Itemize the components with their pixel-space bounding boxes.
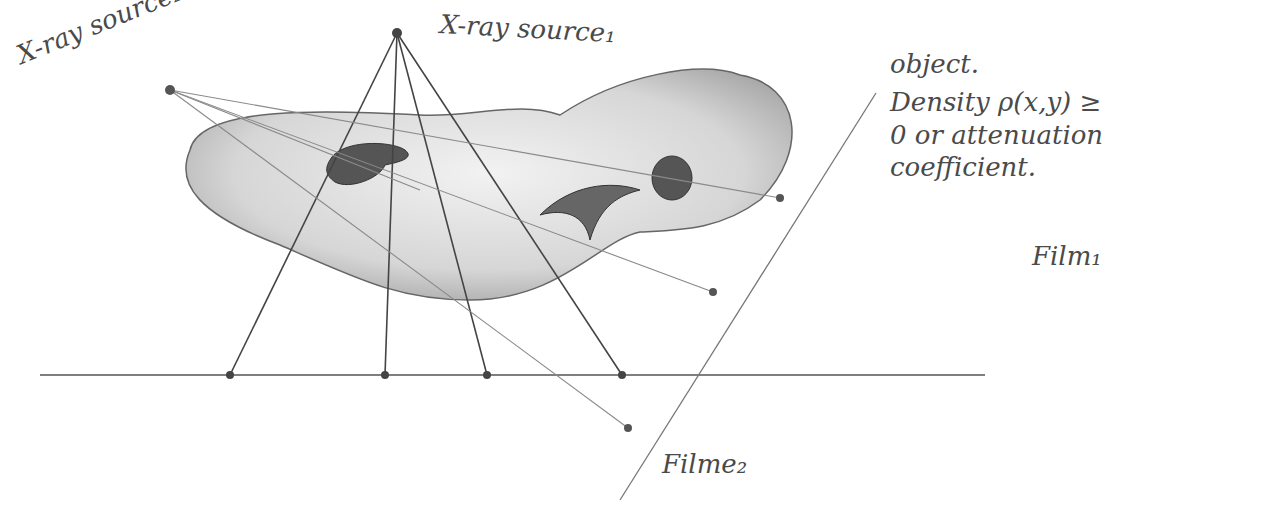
ray-lines: [230, 33, 622, 375]
density-note: Density ρ(x,y) ≥ 0 or attenuation coeffi…: [890, 86, 1120, 184]
ray-lines: [170, 90, 780, 428]
inner-region: [652, 156, 692, 200]
inner-region: [540, 185, 640, 240]
source-label: X-ray source₂: [12, 0, 187, 71]
film-label: Filme₂: [662, 448, 747, 481]
object-label: object.: [890, 48, 979, 81]
object-outline: [186, 69, 792, 300]
source-label: X-ray source₁: [439, 8, 616, 50]
ray-points: [165, 85, 784, 432]
ray-points: [226, 28, 626, 379]
film-label: Film₁: [1032, 240, 1102, 273]
film-line: [40, 374, 985, 376]
